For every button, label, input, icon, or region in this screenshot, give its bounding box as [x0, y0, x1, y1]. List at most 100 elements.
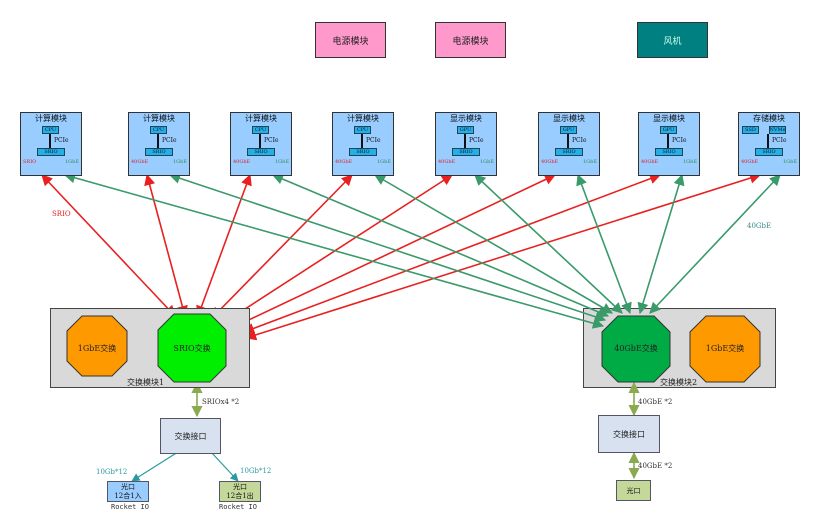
- power-module-1-label: 电源模块: [332, 36, 369, 47]
- pcie-arrow-icon: [361, 134, 363, 148]
- module-title: 计算模块: [245, 114, 277, 123]
- pcie-arrow-icon: [49, 134, 51, 148]
- module-title: 显示模块: [450, 114, 482, 123]
- srio-link-label: SRIOx4 *2: [202, 398, 240, 406]
- module-title: 计算模块: [35, 114, 67, 123]
- switch-module-1-label: 交换模块1: [127, 378, 165, 387]
- optical-port-in-line2: 12合1入: [114, 492, 142, 500]
- module-left-port-label: 40GbE: [438, 159, 456, 165]
- optical-port-in-caption: Rocket IO: [111, 503, 149, 511]
- module-chip-primary: CPU: [252, 126, 269, 134]
- pcie-label: PCIe: [54, 137, 69, 144]
- switch-interface-1: 交换接口: [160, 418, 221, 454]
- module-chip-srio: SRIO: [655, 148, 683, 156]
- pcie-label: PCIe: [366, 137, 381, 144]
- module-left-port-label: 40GbE: [335, 159, 353, 165]
- module-chip-primary: CPU: [354, 126, 371, 134]
- module-chip-primary: GPU: [457, 126, 474, 134]
- gbe-links: [63, 172, 781, 329]
- port-in-link: [131, 451, 179, 482]
- module-left-port-label: 40GbE: [741, 159, 759, 165]
- pcie-arrow-icon: [667, 134, 669, 148]
- power-module-1: 电源模块: [315, 22, 386, 58]
- optical-port-out-line1: 光口: [233, 483, 247, 491]
- optical-port-in-line1: 光口: [121, 483, 135, 491]
- module-left-port-label: 40GbE: [131, 159, 149, 165]
- power-module-2: 电源模块: [435, 22, 506, 58]
- module-right-port-label: 1GbE: [65, 159, 80, 165]
- module-chip-primary: GPU: [560, 126, 577, 134]
- oct-1gbe-switch-1: [66, 315, 128, 377]
- pcie-arrow-icon: [567, 134, 569, 148]
- module-chip-srio: SRIO: [555, 148, 583, 156]
- pcie-label: PCIe: [672, 137, 687, 144]
- module-left-port-label: 40GbE: [233, 159, 251, 165]
- module-chip-srio: SRIO: [247, 148, 275, 156]
- switch-interface-2: 交换接口: [598, 415, 660, 453]
- port-in-speed: 10Gb*12: [96, 468, 128, 476]
- gbe-port-link-label: 40GbE *2: [638, 462, 673, 470]
- module-title: 显示模块: [653, 114, 685, 123]
- pcie-label: PCIe: [572, 137, 587, 144]
- module-right-port-label: 1GbE: [173, 159, 188, 165]
- optical-port-out-caption: Rocket IO: [219, 503, 257, 511]
- module-right-port-label: 1GbE: [583, 159, 598, 165]
- switch-interface-2-label: 交换接口: [613, 429, 645, 439]
- switch-interface-1-label: 交换接口: [174, 431, 207, 441]
- module-chip-nvme: NVMe: [769, 126, 786, 134]
- fan-module: 风机: [637, 22, 708, 58]
- module-title: 计算模块: [143, 114, 175, 123]
- pcie-arrow-icon: [259, 134, 261, 148]
- oct-1gbe-switch-2: [689, 315, 761, 383]
- oct-srio-switch: [157, 313, 227, 383]
- gbe-link-label: 40GbE *2: [638, 398, 673, 406]
- pcie-label: PCIe: [772, 137, 787, 144]
- optical-port-out-line2: 12合1出: [226, 492, 254, 500]
- oct-1gbe-switch-2-label: 1GbE交换: [705, 344, 745, 353]
- module-right-port-label: 1GbE: [275, 159, 290, 165]
- module-left-port-label: 40GbE: [541, 159, 559, 165]
- optical-port-2-label: 光口: [626, 487, 641, 495]
- pcie-arrow-icon: [157, 134, 159, 148]
- module-chip-srio: SRIO: [145, 148, 173, 156]
- optical-port-in: 光口 12合1入: [107, 481, 149, 502]
- switch-module-2-label: 交换模块2: [660, 378, 698, 387]
- optical-port-out: 光口 12合1出: [219, 481, 261, 502]
- module-left-port-label: 40GbE: [641, 159, 659, 165]
- oct-40gbe-switch-label: 40GbE交换: [614, 344, 658, 353]
- power-module-2-label: 电源模块: [452, 36, 489, 47]
- module-left-port-label: SRIO: [23, 159, 37, 165]
- module-right-port-label: 1GbE: [683, 159, 698, 165]
- fan-module-label: 风机: [663, 36, 682, 47]
- oct-40gbe-switch: [601, 315, 671, 383]
- gbe-link-6: [576, 173, 632, 315]
- module-chip-srio: SRIO: [755, 148, 783, 156]
- module-right-port-label: 1GbE: [783, 159, 798, 165]
- module-chip-primary: CPU: [150, 126, 167, 134]
- module-chip-primary: CPU: [42, 126, 59, 134]
- port-out-link: [210, 451, 239, 482]
- module-chip-primary: SSD: [742, 126, 759, 134]
- module-right-port-label: 1GbE: [480, 159, 495, 165]
- optical-port-2: 光口: [616, 480, 651, 501]
- oct-1gbe-switch-1-label: 1GbE交换: [77, 344, 117, 353]
- pcie-label: PCIe: [264, 137, 279, 144]
- gbe-edge-label: 40GbE: [747, 222, 772, 230]
- port-out-speed: 10Gb*12: [240, 467, 272, 475]
- module-right-port-label: 1GbE: [377, 159, 392, 165]
- srio-edge-label: SRIO: [52, 210, 71, 218]
- module-chip-srio: SRIO: [37, 148, 65, 156]
- module-title: 存储模块: [753, 114, 785, 123]
- pcie-arrow-icon: [767, 134, 769, 148]
- module-chip-srio: SRIO: [349, 148, 377, 156]
